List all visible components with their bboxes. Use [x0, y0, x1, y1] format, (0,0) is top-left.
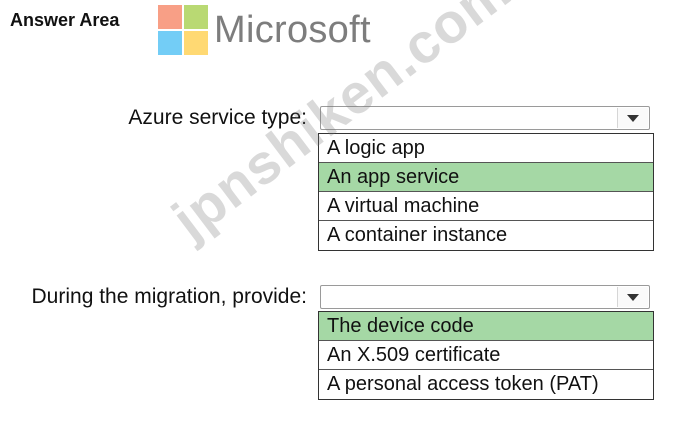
- logo-square-green: [184, 5, 208, 29]
- azure-service-type-option[interactable]: A logic app: [319, 134, 653, 163]
- migration-provide-option[interactable]: A personal access token (PAT): [327, 373, 599, 395]
- azure-service-type-select[interactable]: [320, 106, 650, 130]
- logo-square-blue: [158, 31, 182, 55]
- azure-service-type-label: Azure service type:: [128, 106, 307, 129]
- microsoft-logo: Microsoft: [158, 5, 371, 55]
- azure-service-type-option[interactable]: A container instance: [327, 224, 508, 246]
- answer-area-title: Answer Area: [10, 10, 120, 30]
- chevron-down-icon[interactable]: [617, 287, 648, 307]
- logo-square-yellow: [184, 31, 208, 55]
- migration-provide-option[interactable]: The device code: [319, 312, 653, 341]
- azure-service-type-option[interactable]: A virtual machine: [319, 192, 653, 221]
- chevron-down-icon[interactable]: [617, 108, 648, 128]
- microsoft-logo-icon: [158, 5, 208, 55]
- logo-square-red: [158, 5, 182, 29]
- logo-text: Microsoft: [214, 8, 371, 51]
- migration-provide-select[interactable]: [320, 285, 650, 309]
- migration-provide-label: During the migration, provide:: [31, 285, 307, 308]
- azure-service-type-option[interactable]: An app service: [319, 163, 653, 192]
- migration-provide-option[interactable]: An X.509 certificate: [319, 341, 653, 370]
